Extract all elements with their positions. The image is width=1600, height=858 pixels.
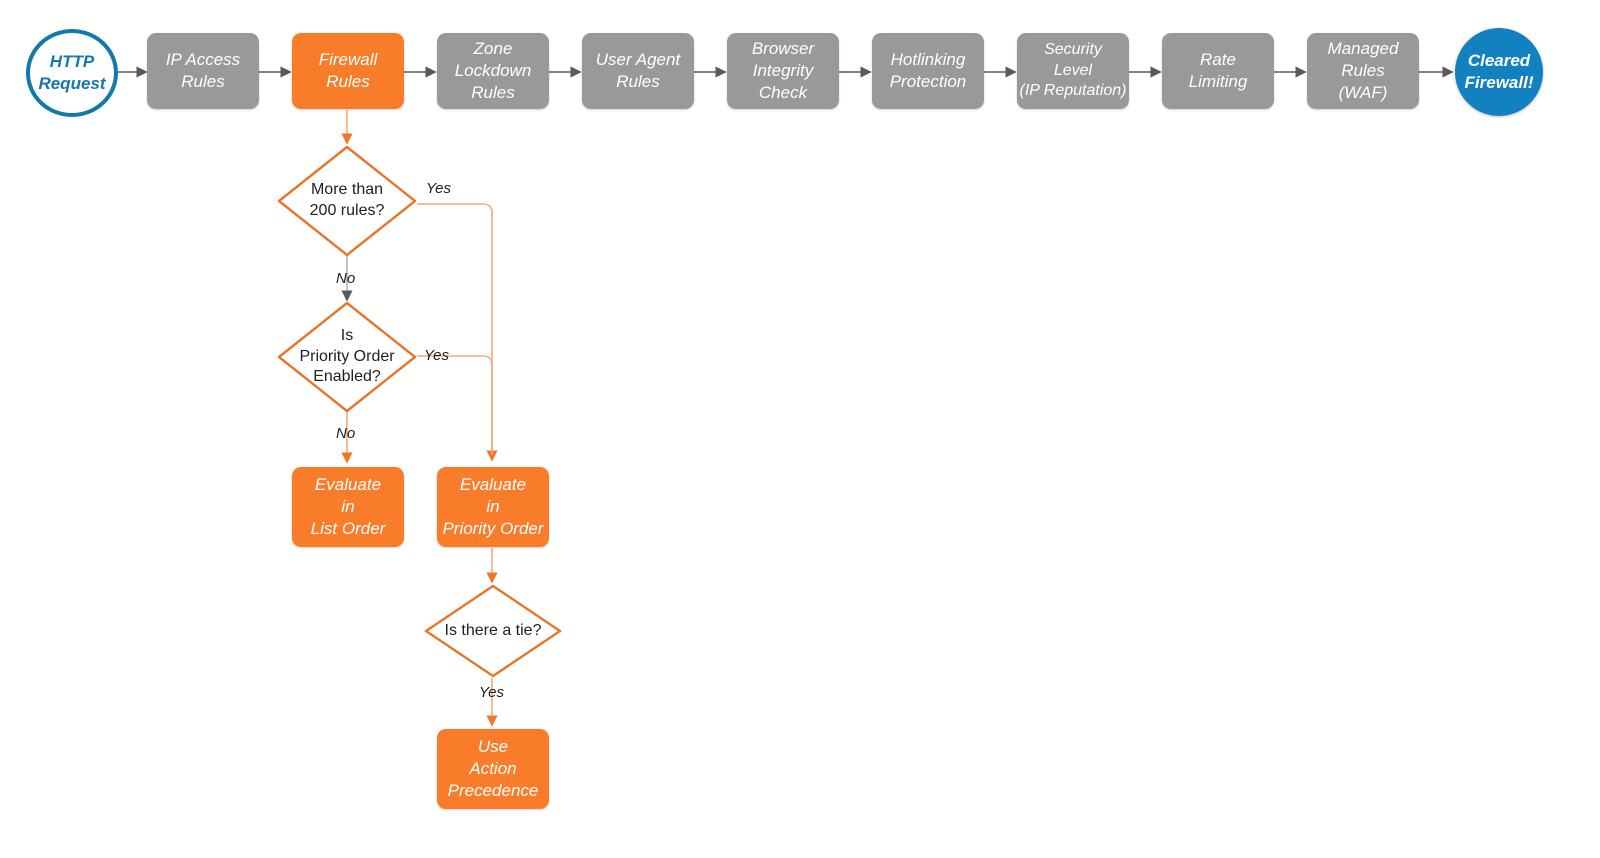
edge-label-no-priority-order: No [336, 425, 355, 442]
node-http-request[interactable]: HTTP Request [26, 29, 118, 117]
node-label: Managed Rules (WAF) [1327, 39, 1399, 102]
node-label: User Agent Rules [595, 50, 681, 91]
action-use-action-precedence[interactable]: Use Action Precedence [437, 729, 549, 809]
edge-label-text: Yes [424, 347, 450, 364]
node-rate-limiting[interactable]: Rate Limiting [1162, 33, 1274, 109]
action-evaluate-in-priority-order[interactable]: Evaluate in Priority Order [437, 467, 549, 547]
edge-label-text: No [336, 425, 356, 442]
node-hotlinking-protection[interactable]: Hotlinking Protection [872, 33, 984, 109]
node-managed-rules-waf[interactable]: Managed Rules (WAF) [1307, 33, 1419, 109]
node-label: Cleared Firewall! [1464, 51, 1534, 92]
node-label: Rate Limiting [1188, 50, 1248, 91]
decision-more-than-200-rules[interactable]: More than 200 rules? [276, 144, 418, 258]
node-user-agent-rules[interactable]: User Agent Rules [582, 33, 694, 109]
decision-priority-order-enabled[interactable]: Is Priority Order Enabled? [276, 300, 418, 414]
diamond-shape [277, 145, 417, 257]
node-zone-lockdown-rules[interactable]: Zone Lockdown Rules [437, 33, 549, 109]
edge-label-yes-is-there-a-tie: Yes [479, 684, 504, 701]
node-security-level[interactable]: Security Level (IP Reputation) [1017, 33, 1129, 109]
decision-label: More than 200 rules? [309, 181, 385, 219]
node-label: Zone Lockdown Rules [454, 39, 532, 102]
node-label: Firewall Rules [318, 50, 378, 91]
node-label: IP Access Rules [165, 50, 241, 91]
action-label: Evaluate in Priority Order [442, 475, 544, 538]
decision-label: Is there a tie? [444, 621, 542, 639]
diamond-shape [277, 301, 417, 413]
node-browser-integrity-check[interactable]: Browser Integrity Check [727, 33, 839, 109]
edge-yes200-to-priority-eval [417, 203, 498, 462]
diamond-shape [424, 584, 562, 678]
node-label: Security Level (IP Reputation) [1019, 41, 1127, 100]
action-label: Use Action Precedence [447, 737, 539, 800]
edge-label-text: Yes [426, 180, 452, 197]
decision-label: Is Priority Order Enabled? [299, 326, 395, 386]
action-label: Evaluate in List Order [310, 475, 386, 538]
edge-label-text: No [336, 270, 356, 287]
node-ip-access-rules[interactable]: IP Access Rules [147, 33, 259, 109]
edge-label-text: Yes [479, 684, 505, 701]
node-label: Hotlinking Protection [889, 50, 967, 91]
node-cleared-firewall[interactable]: Cleared Firewall! [1455, 28, 1543, 116]
node-label: Browser Integrity Check [751, 39, 815, 102]
edge-label-yes-more-than-200: Yes [426, 180, 451, 197]
edge-yespriority-to-priority-eval [417, 355, 493, 455]
node-firewall-rules[interactable]: Firewall Rules [292, 33, 404, 109]
decision-is-there-a-tie[interactable]: Is there a tie? [423, 583, 563, 679]
action-evaluate-in-list-order[interactable]: Evaluate in List Order [292, 467, 404, 547]
edge-label-no-more-than-200: No [336, 270, 355, 287]
node-label: HTTP Request [38, 52, 106, 93]
edge-label-yes-priority-order: Yes [424, 347, 449, 364]
